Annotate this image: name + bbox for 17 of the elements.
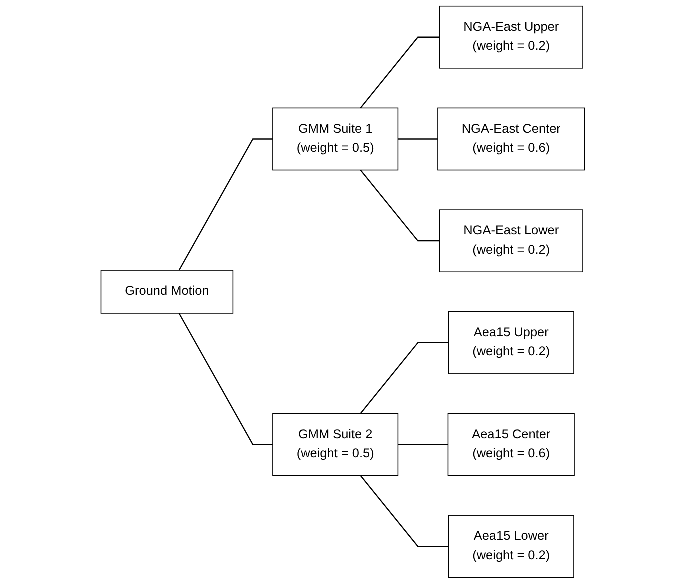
connector [178,138,273,271]
node-box: Aea15 Upper (weight = 0.2) [448,312,574,374]
connector [178,313,273,446]
connector [360,475,449,548]
node-box: Aea15 Lower (weight = 0.2) [448,515,574,578]
connector [398,444,448,446]
connector [360,36,440,109]
node-box: Ground Motion [100,270,234,314]
node-box: NGA-East Center (weight = 0.6) [438,108,586,171]
node-box: NGA-East Upper (weight = 0.2) [439,6,584,69]
connector [398,138,438,140]
node-box: GMM Suite 1 (weight = 0.5) [272,108,399,171]
connector [360,342,449,414]
connector [360,170,440,242]
node-box: GMM Suite 2 (weight = 0.5) [272,413,399,476]
node-box: NGA-East Lower (weight = 0.2) [439,210,584,272]
node-box: Aea15 Center (weight = 0.6) [448,413,575,476]
